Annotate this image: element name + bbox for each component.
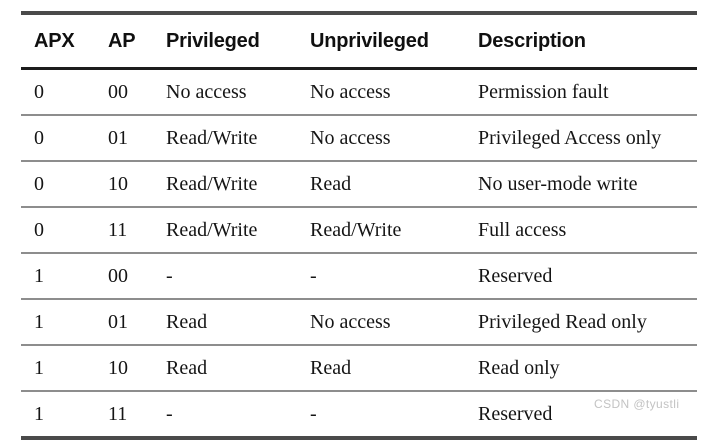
cell-unprivileged: Read/Write <box>310 218 402 241</box>
cell-description: Reserved <box>478 264 553 287</box>
cell-description: No user-mode write <box>478 172 638 195</box>
cell-unprivileged: No access <box>310 126 391 149</box>
column-header-apx: APX <box>34 29 75 52</box>
cell-unprivileged: Read <box>310 172 352 195</box>
table-row: 0 11 Read/Write Read/Write Full access <box>21 207 697 253</box>
column-header-privileged: Privileged <box>166 29 260 52</box>
cell-privileged: No access <box>166 80 247 103</box>
cell-description: Permission fault <box>478 80 609 103</box>
table-body: 0 00 No access No access Permission faul… <box>21 69 697 438</box>
permissions-table-container: APX AP Privileged Unprivileged Descripti… <box>21 11 697 440</box>
cell-description: Read only <box>478 356 560 379</box>
table-header-row: APX AP Privileged Unprivileged Descripti… <box>21 13 697 69</box>
cell-unprivileged: - <box>310 402 317 425</box>
cell-ap: 01 <box>108 310 128 333</box>
cell-unprivileged: - <box>310 264 317 287</box>
cell-apx: 1 <box>34 310 44 333</box>
cell-privileged: Read/Write <box>166 172 258 195</box>
cell-ap: 00 <box>108 80 128 103</box>
cell-unprivileged: No access <box>310 80 391 103</box>
cell-privileged: - <box>166 402 173 425</box>
cell-unprivileged: No access <box>310 310 391 333</box>
cell-apx: 0 <box>34 126 44 149</box>
cell-apx: 1 <box>34 264 44 287</box>
column-header-ap: AP <box>108 29 136 52</box>
cell-apx: 1 <box>34 356 44 379</box>
cell-privileged: Read <box>166 310 208 333</box>
cell-description: Full access <box>478 218 567 241</box>
cell-privileged: Read <box>166 356 208 379</box>
column-header-unprivileged: Unprivileged <box>310 29 429 52</box>
table-row: 1 01 Read No access Privileged Read only <box>21 299 697 345</box>
cell-ap: 00 <box>108 264 128 287</box>
table-row: 1 10 Read Read Read only <box>21 345 697 391</box>
cell-ap: 11 <box>108 402 128 425</box>
cell-unprivileged: Read <box>310 356 352 379</box>
cell-ap: 11 <box>108 218 128 241</box>
access-permissions-table: APX AP Privileged Unprivileged Descripti… <box>21 11 697 440</box>
cell-apx: 0 <box>34 172 44 195</box>
cell-description: Privileged Access only <box>478 126 662 149</box>
table-row: 1 00 - - Reserved <box>21 253 697 299</box>
cell-ap: 01 <box>108 126 128 149</box>
cell-apx: 0 <box>34 218 44 241</box>
csdn-watermark: CSDN @tyustli <box>594 397 680 411</box>
cell-ap: 10 <box>108 172 128 195</box>
table-row: 0 01 Read/Write No access Privileged Acc… <box>21 115 697 161</box>
cell-description: Reserved <box>478 402 553 425</box>
cell-apx: 1 <box>34 402 44 425</box>
cell-ap: 10 <box>108 356 128 379</box>
cell-privileged: Read/Write <box>166 218 258 241</box>
column-header-description: Description <box>478 29 586 52</box>
table-row: 0 00 No access No access Permission faul… <box>21 69 697 115</box>
table-row: 0 10 Read/Write Read No user-mode write <box>21 161 697 207</box>
cell-apx: 0 <box>34 80 44 103</box>
table-header: APX AP Privileged Unprivileged Descripti… <box>21 13 697 69</box>
cell-privileged: - <box>166 264 173 287</box>
cell-privileged: Read/Write <box>166 126 258 149</box>
cell-description: Privileged Read only <box>478 310 647 333</box>
